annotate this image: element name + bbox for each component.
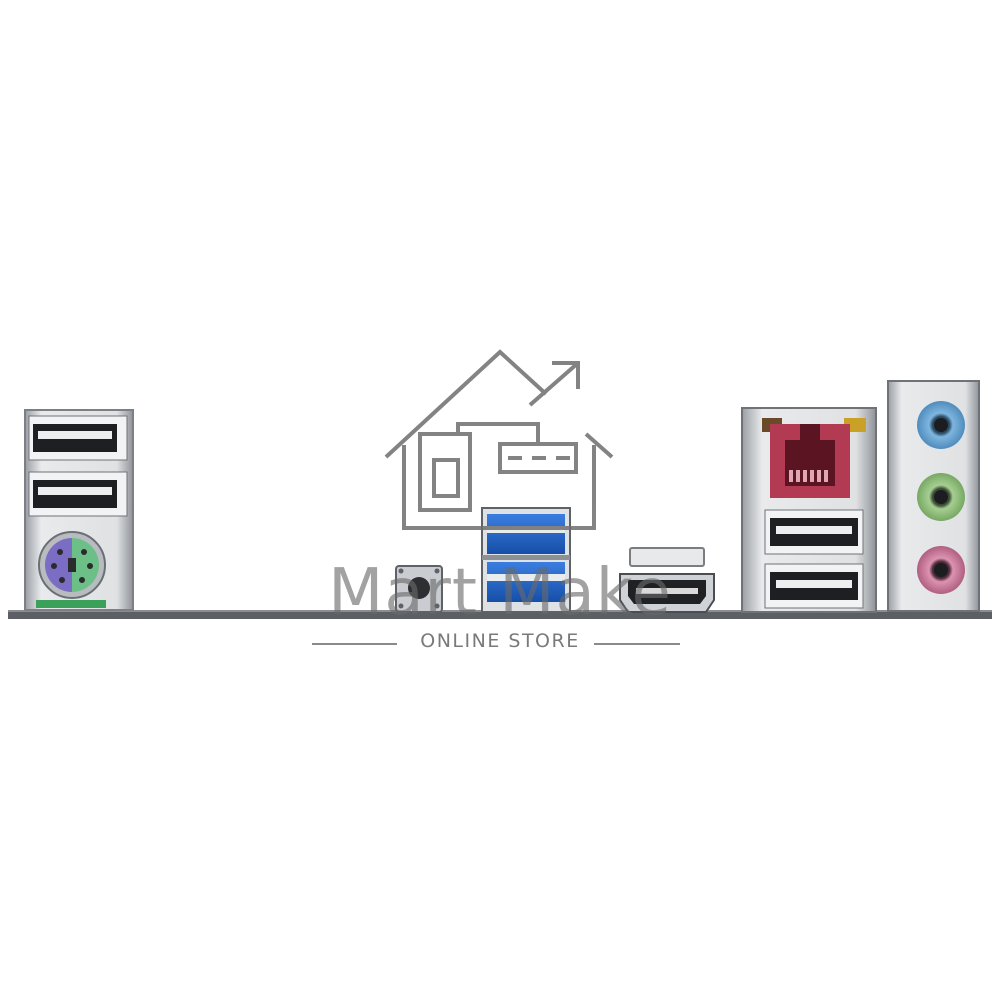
tagline-rule-right	[594, 643, 680, 645]
usb3-pair	[481, 507, 571, 613]
bios-flashback-button	[395, 565, 443, 613]
tagline-watermark: ONLINE STORE	[420, 630, 580, 652]
brand-watermark: Mart Make	[328, 556, 672, 630]
audio-jacks	[887, 380, 980, 612]
pcb-edge	[8, 610, 992, 619]
hdmi-port	[619, 547, 715, 613]
house-with-arrow-icon	[384, 349, 614, 530]
usb2-ps2-combo	[24, 409, 134, 611]
lan-usb-combo	[741, 407, 877, 613]
tagline-rule-left	[312, 643, 397, 645]
